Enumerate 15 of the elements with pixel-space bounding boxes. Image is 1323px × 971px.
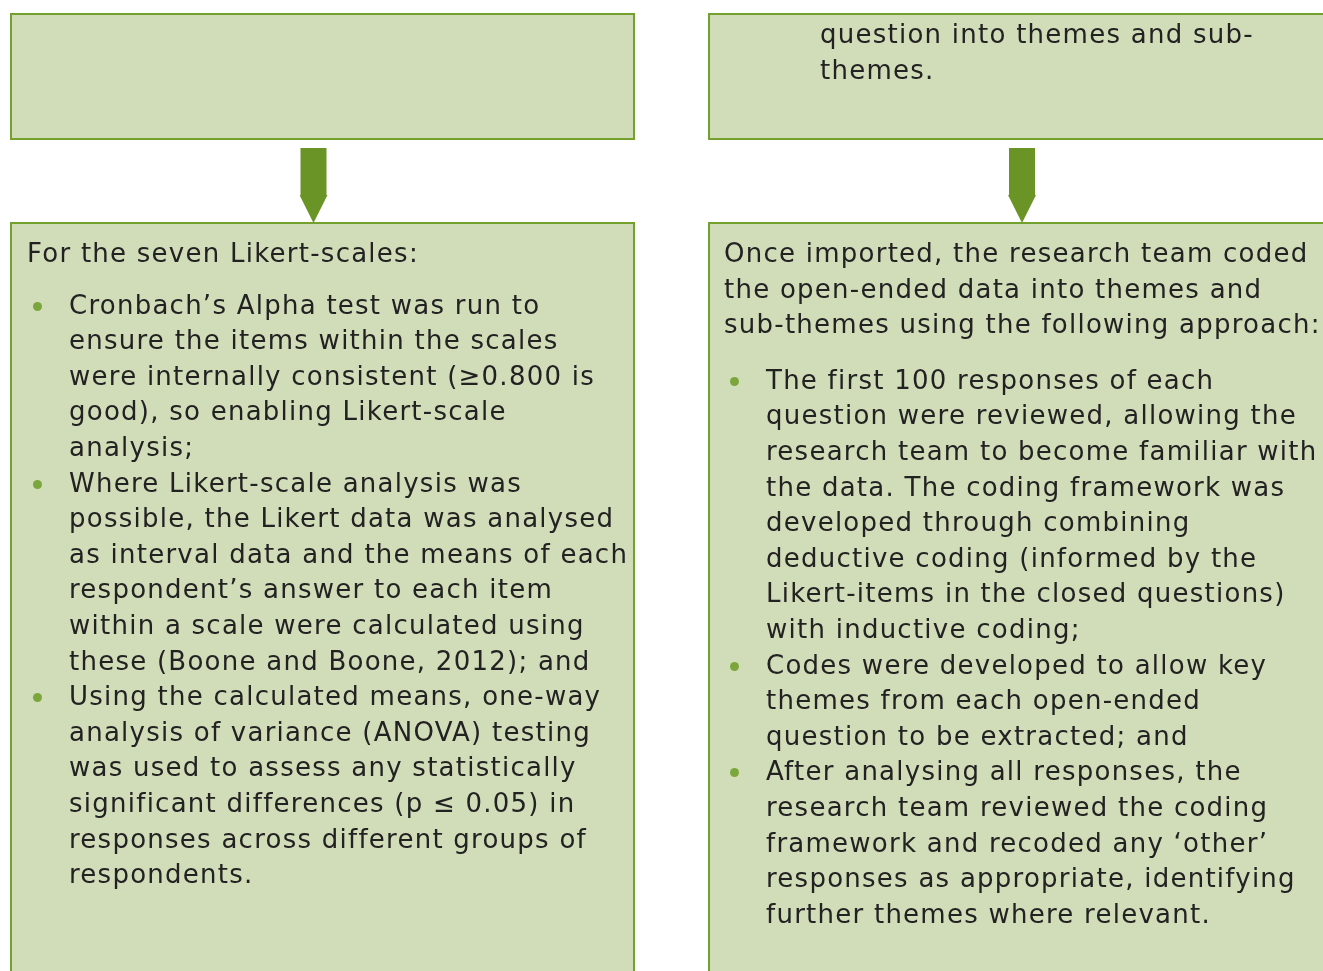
bullet-text: Codes were developed to allow key themes from each open-ended question to be extracted; and [766,649,1268,751]
bullet-text: The first 100 responses of each question were reviewed, allowing the research team to become familiar with the data. The coding framework was developed through combining deductive coding (informed by the Likert-items in the closed questions) with inductive coding; [766,364,1318,644]
process-box [708,222,1323,971]
box-text: question into themes and sub-themes. [820,18,1255,87]
arrow [1008,148,1036,223]
process-box [10,13,635,140]
bullet-text: Cronbach’s Alpha test was run to ensure the items within the scales were internally consistent (≥0.800 is good), so enabling Likert-scale analysis; [69,289,596,462]
arrow [299,148,328,223]
bullet-text: Using the calculated means, one-way analysis of variance (ANOVA) testing was used to assess any statistically significant differences (p ≤ 0.05) in responses across different groups of respondents. [69,681,602,890]
box-text: For the seven Likert-scales: [27,237,420,270]
bullet-text: After analysing all responses, the research team reviewed the coding framework and recoded any ‘other’ responses as appropriate, identifying further themes where relevant. [766,756,1296,929]
process-box [708,13,1323,140]
box-text: Once imported, the research team coded the open-ended data into themes and sub-themes using the following approach: [724,237,1322,342]
process-box [10,222,635,971]
bullet-text: Where Likert-scale analysis was possible, the Likert data was analysed as interval data and the means of each respondent’s answer to each item within a scale were calculated using these (Boone and Boone, 2012); and [69,467,629,676]
